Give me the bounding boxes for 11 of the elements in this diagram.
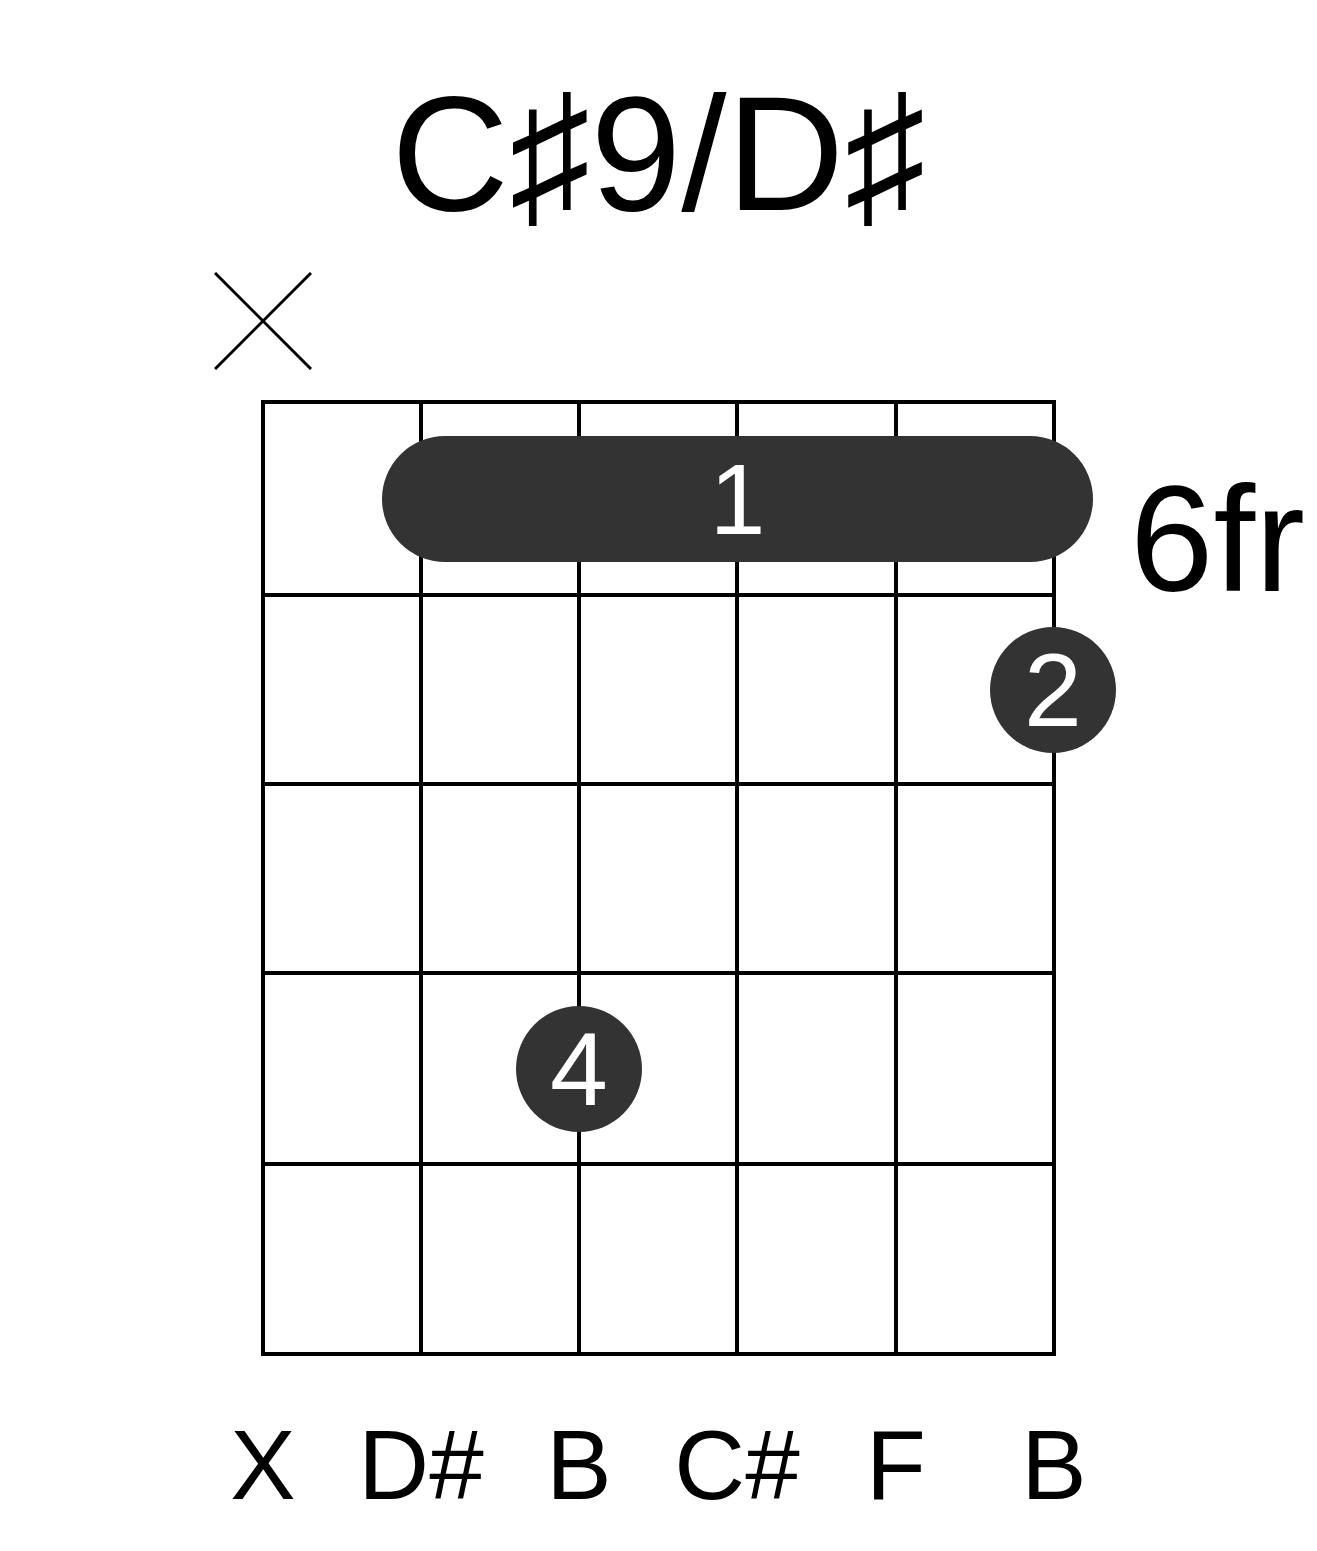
chord-title: C♯9/D♯ bbox=[391, 72, 926, 235]
string-note: C# bbox=[674, 1416, 800, 1514]
string-note: D# bbox=[358, 1416, 484, 1514]
string-note: F bbox=[866, 1416, 926, 1514]
string-note: X bbox=[230, 1416, 296, 1514]
fret-number: 6fr bbox=[1130, 464, 1306, 614]
finger-number: 4 bbox=[550, 1017, 608, 1121]
string-note: B bbox=[546, 1416, 612, 1514]
finger-number: 2 bbox=[1024, 638, 1082, 742]
string-note: B bbox=[1021, 1416, 1087, 1514]
finger-number: 1 bbox=[709, 449, 766, 549]
